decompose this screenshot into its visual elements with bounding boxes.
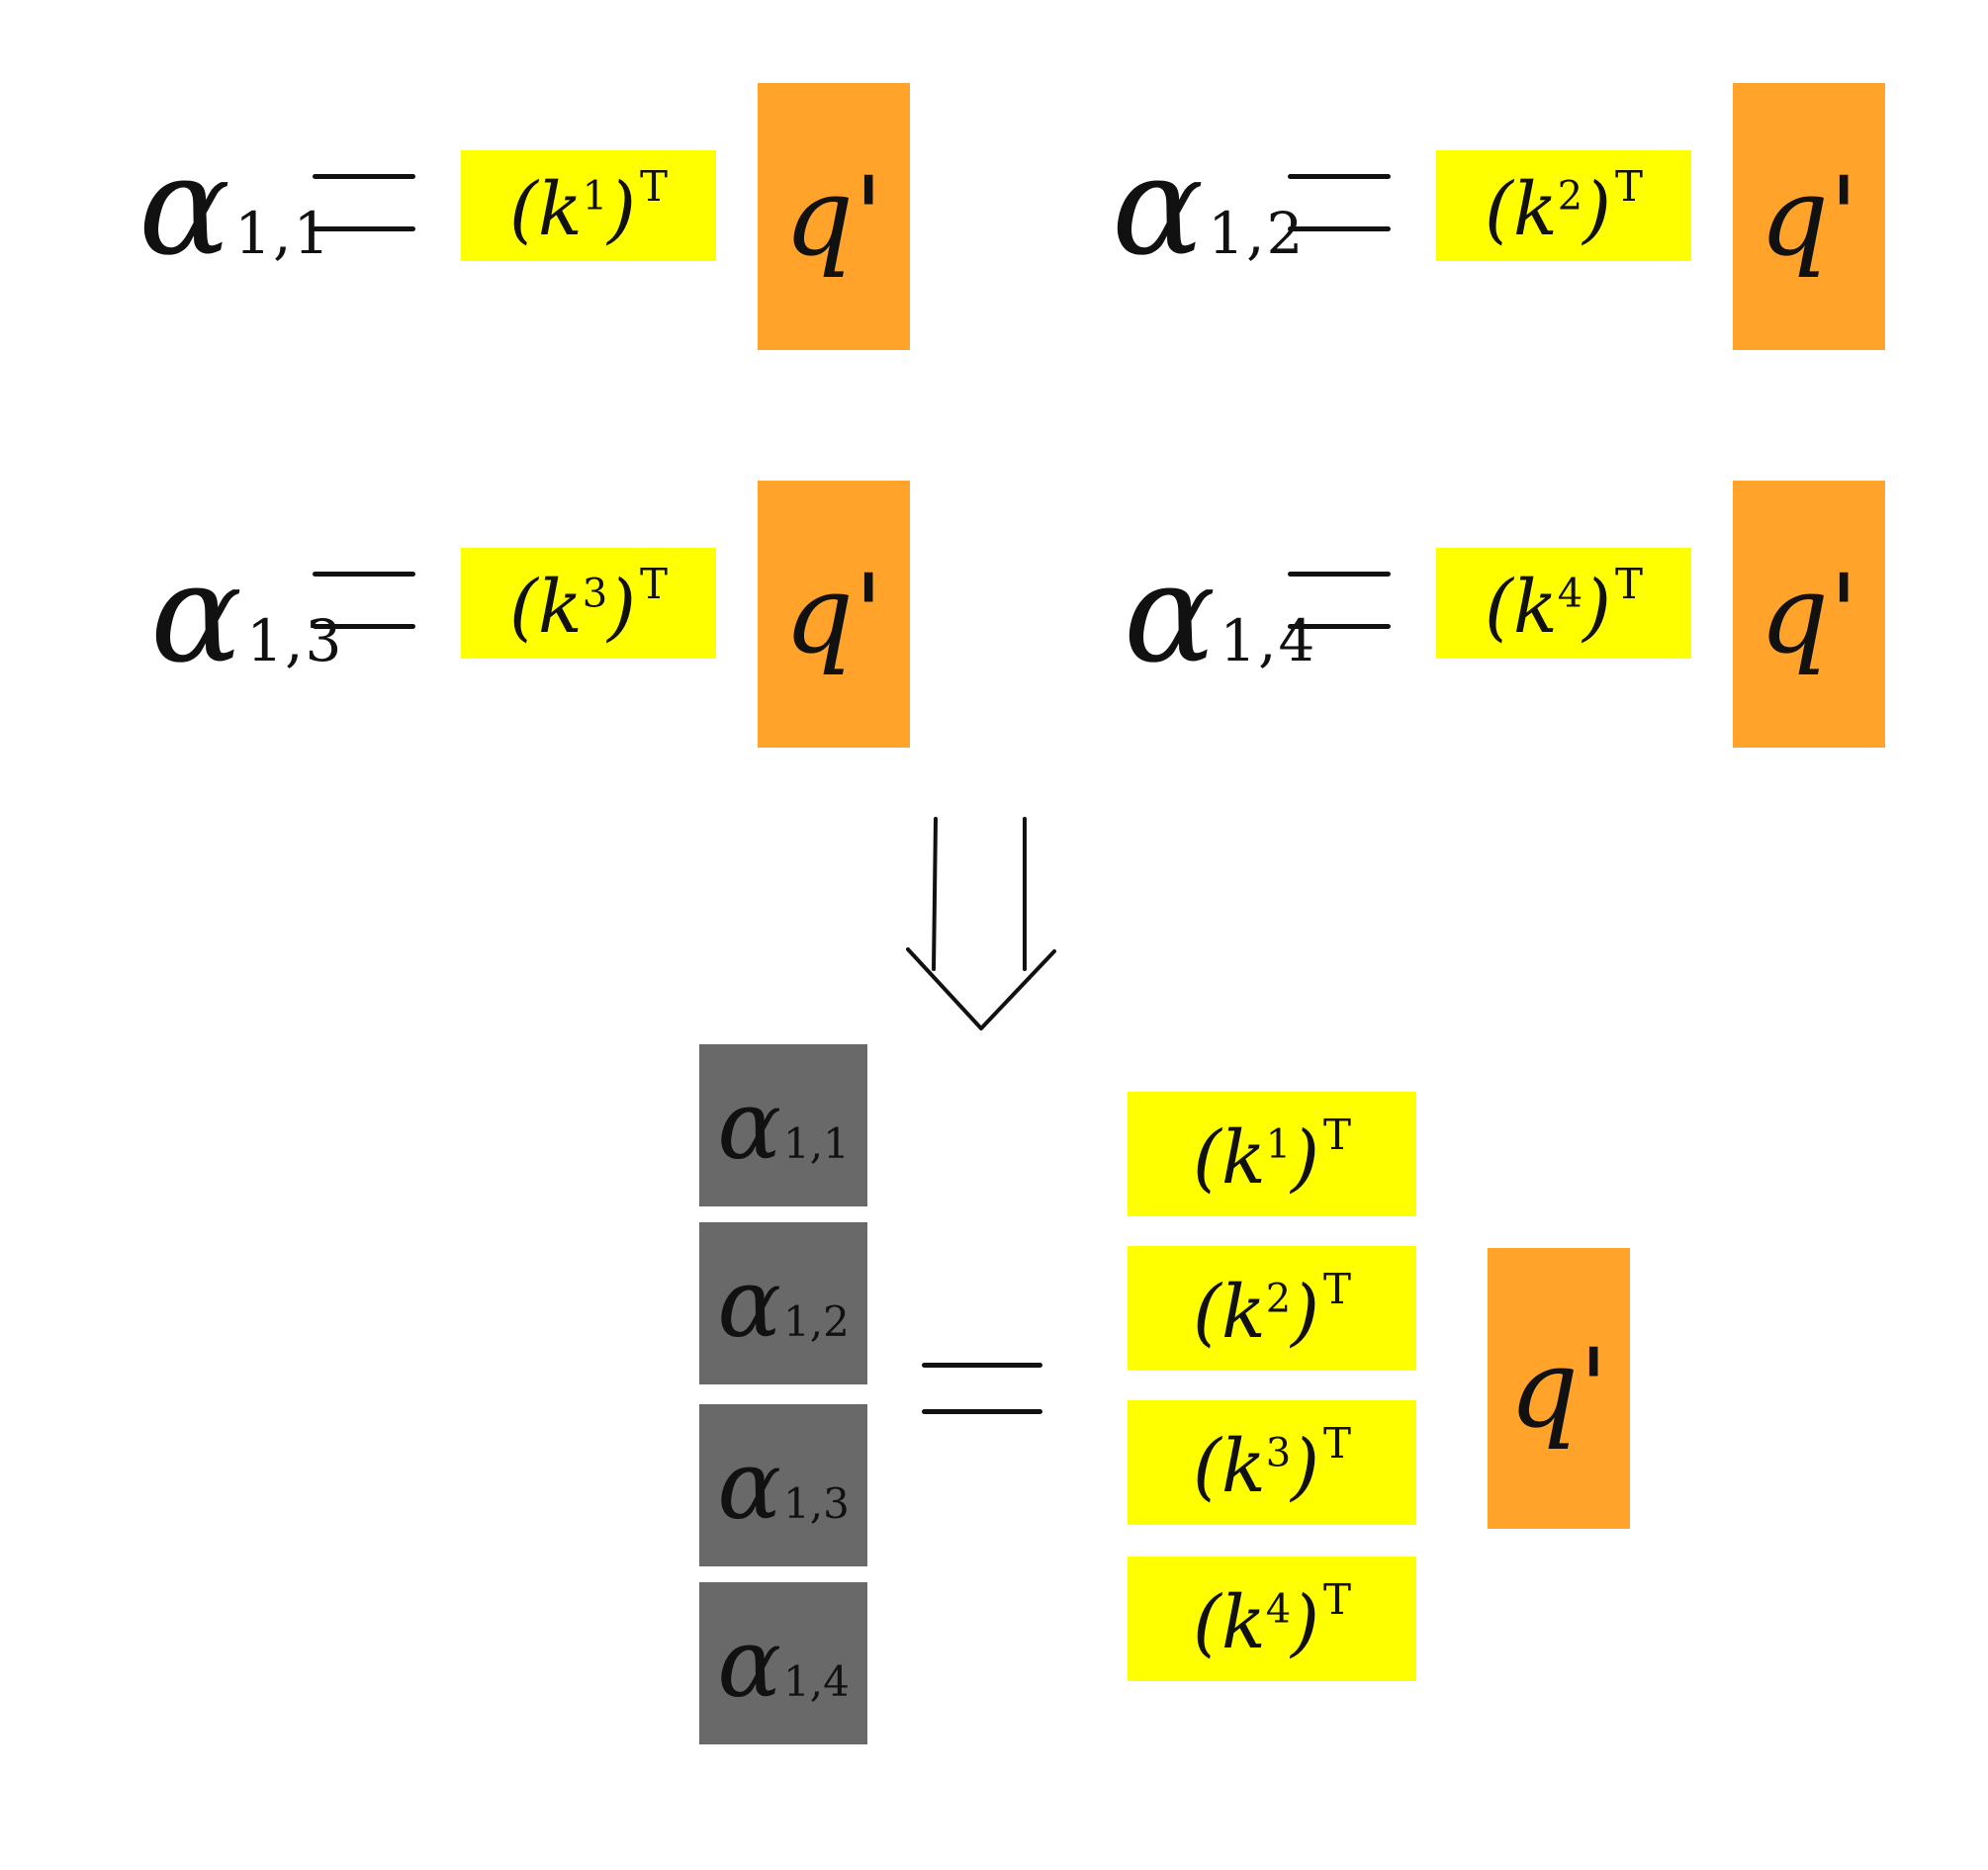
query-box-3: q' bbox=[758, 481, 910, 748]
key-box-4: (k4)T bbox=[1436, 548, 1691, 659]
query-box-matrix: q' bbox=[1488, 1248, 1630, 1529]
query-q-prime: q' bbox=[1508, 1325, 1609, 1452]
score-cell-4: α1,4 bbox=[699, 1582, 867, 1744]
score-cell-1: α1,1 bbox=[699, 1044, 867, 1206]
alpha-1-3: α1,3 bbox=[717, 1430, 850, 1541]
equation-2-lhs: α1,2 bbox=[1112, 138, 1305, 275]
alpha-1-4: α1,4 bbox=[717, 1608, 850, 1719]
key-row-3: (k3)T bbox=[1128, 1400, 1416, 1525]
alpha-1-2: α1,2 bbox=[717, 1248, 850, 1359]
alpha-1-1: α1,1 bbox=[138, 127, 332, 286]
key-k2-transpose: (k2)T bbox=[1484, 161, 1644, 252]
score-cell-3: α1,3 bbox=[699, 1404, 867, 1566]
equals-sign-4 bbox=[1288, 572, 1391, 629]
query-q-prime: q' bbox=[1759, 551, 1859, 677]
equation-3-lhs: α1,3 bbox=[150, 546, 343, 682]
query-box-1: q' bbox=[758, 83, 910, 350]
key-k2-transpose: (k2)T bbox=[1192, 1264, 1352, 1355]
score-cell-2: α1,2 bbox=[699, 1222, 867, 1384]
query-box-2: q' bbox=[1733, 83, 1885, 350]
key-box-2: (k2)T bbox=[1436, 150, 1691, 261]
query-q-prime: q' bbox=[783, 551, 884, 677]
query-box-4: q' bbox=[1733, 481, 1885, 748]
alpha-1-3: α1,3 bbox=[150, 534, 344, 693]
equals-sign-1 bbox=[313, 174, 415, 231]
query-q-prime: q' bbox=[783, 153, 884, 280]
key-box-3: (k3)T bbox=[461, 548, 716, 659]
matrix-equals-sign bbox=[922, 1363, 1042, 1414]
alpha-1-2: α1,2 bbox=[1112, 127, 1306, 286]
key-k1-transpose: (k1)T bbox=[508, 161, 669, 252]
key-row-4: (k4)T bbox=[1128, 1557, 1416, 1681]
equation-1-lhs: α1,1 bbox=[138, 138, 331, 275]
query-q-prime: q' bbox=[1759, 153, 1859, 280]
key-k3-transpose: (k3)T bbox=[1192, 1418, 1352, 1509]
key-k4-transpose: (k4)T bbox=[1192, 1574, 1352, 1665]
key-row-2: (k2)T bbox=[1128, 1246, 1416, 1371]
equals-sign-2 bbox=[1288, 174, 1391, 231]
key-k1-transpose: (k1)T bbox=[1192, 1110, 1352, 1201]
double-down-arrow-icon bbox=[906, 817, 1056, 1030]
key-k3-transpose: (k3)T bbox=[508, 559, 669, 650]
equals-sign-3 bbox=[313, 572, 415, 629]
key-row-1: (k1)T bbox=[1128, 1092, 1416, 1216]
alpha-1-1: α1,1 bbox=[717, 1070, 850, 1181]
alpha-1-4: α1,4 bbox=[1124, 534, 1317, 693]
key-box-1: (k1)T bbox=[461, 150, 716, 261]
key-k4-transpose: (k4)T bbox=[1484, 559, 1644, 650]
equation-4-lhs: α1,4 bbox=[1124, 546, 1316, 682]
